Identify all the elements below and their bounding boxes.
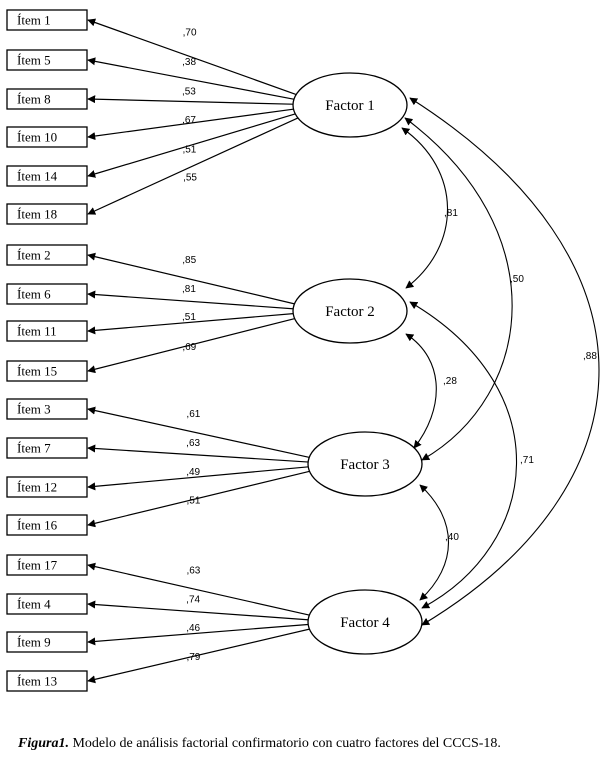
item-label-i5: Ítem 5 [17,53,51,68]
loading-value-i8: ,53 [182,86,196,97]
item-label-i6: Ítem 6 [17,287,51,302]
correlation-arrow-f2-f3 [405,333,437,449]
loading-arrow-i5-f1 [87,57,299,101]
loading-value-i15: ,69 [182,342,196,353]
correlation-value-f3-f4: ,40 [445,532,459,543]
loading-arrow-i9-f4 [87,623,313,646]
item-box-i13 [6,670,88,692]
loading-value-i14: ,51 [182,144,196,155]
loading-arrow-i11-f2 [87,312,298,335]
loading-value-i3: ,61 [186,409,200,420]
correlation-arrow-f1-f2 [401,127,448,289]
item-label-i18: Ítem 18 [17,207,57,222]
item-label-i10: Ítem 10 [17,130,57,145]
item-box-i14 [6,165,88,187]
loading-arrow-i8-f1 [87,95,298,105]
item-label-i17: Ítem 17 [17,558,58,573]
loading-arrow-i16-f3 [87,469,314,528]
loading-value-i9: ,46 [186,623,200,634]
loading-arrow-i3-f3 [87,406,314,459]
item-label-i3: Ítem 3 [17,402,51,417]
loading-arrow-i14-f1 [87,112,300,178]
item-label-i12: Ítem 12 [17,480,57,495]
loading-arrow-i10-f1 [87,107,299,140]
loading-value-i6: ,81 [182,284,196,295]
loading-arrow-i7-f3 [87,444,313,463]
factor-label-f2: Factor 2 [325,304,375,320]
loading-value-i16: ,51 [186,496,200,507]
loading-arrow-i4-f4 [87,600,313,621]
item-box-i2 [6,244,88,266]
loading-value-i7: ,63 [186,438,200,449]
correlation-arrow-f3-f4 [419,484,449,601]
item-box-i9 [6,631,88,653]
correlation-arrow-f1-f3 [404,117,513,461]
item-box-i12 [6,476,88,498]
correlation-arrow-f1-f4 [409,97,600,626]
item-label-i4: Ítem 4 [17,597,51,612]
factor-label-f1: Factor 1 [325,98,375,114]
item-box-i10 [6,126,88,148]
item-box-i17 [6,554,88,576]
loading-value-i4: ,74 [186,595,200,606]
item-box-i7 [6,437,88,459]
loading-value-i11: ,51 [182,312,196,323]
correlation-value-f2-f3: ,28 [443,376,457,387]
item-box-i16 [6,514,88,536]
correlation-value-f2-f4: ,71 [520,455,534,466]
loading-arrow-i17-f4 [87,562,314,617]
correlation-value-f1-f3: ,50 [510,274,524,285]
factor-ellipse-f4 [307,589,423,655]
loading-value-i5: ,38 [182,57,196,68]
correlation-value-f1-f4: ,88 [583,351,597,362]
item-box-i8 [6,88,88,110]
factor-ellipse-f1 [292,72,408,138]
factor-label-f3: Factor 3 [340,457,390,473]
item-label-i13: Ítem 13 [17,674,57,689]
item-box-i15 [6,360,88,382]
item-box-i1 [6,9,88,31]
item-box-i18 [6,203,88,225]
loading-value-i10: ,67 [182,115,196,126]
item-box-i3 [6,398,88,420]
figure-caption-text: Modelo de análisis factorial confirmator… [68,736,501,751]
loading-arrow-i15-f2 [87,316,300,374]
loading-value-i17: ,63 [186,565,200,576]
item-label-i1: Ítem 1 [17,13,51,28]
correlation-value-f1-f2: ,81 [444,208,458,219]
loading-value-i13: ,79 [186,652,200,663]
loading-value-i18: ,55 [183,173,197,184]
item-label-i7: Ítem 7 [17,441,51,456]
item-box-i4 [6,593,88,615]
item-box-i5 [6,49,88,71]
loading-arrow-i2-f2 [87,252,299,306]
loading-value-i1: ,70 [183,27,197,38]
item-label-i16: Ítem 16 [17,518,58,533]
item-label-i11: Ítem 11 [17,324,57,339]
factor-ellipse-f3 [307,431,423,497]
cfa-path-diagram: Ítem 1 Ítem 5 Ítem 8 Ítem 10 Ítem 14 Ítem 18 Í… [6,9,600,692]
item-label-i2: Ítem 2 [17,248,51,263]
item-label-i15: Ítem 15 [17,364,57,379]
loading-arrow-i13-f4 [87,627,314,684]
figure-caption: Figura1. Modelo de análisis factorial co… [18,736,501,752]
item-label-i8: Ítem 8 [17,92,51,107]
correlation-arrow-f2-f4 [409,301,518,609]
loading-arrow-i12-f3 [87,465,313,491]
item-box-i11 [6,320,88,342]
loading-arrow-i18-f1 [87,115,302,215]
loading-arrow-i1-f1 [87,18,301,97]
loading-arrow-i6-f2 [87,290,298,310]
factor-ellipse-f2 [292,278,408,344]
figure-label: Figura1. [18,736,69,751]
item-label-i9: Ítem 9 [17,635,51,650]
item-label-i14: Ítem 14 [17,169,58,184]
loading-value-i2: ,85 [182,255,196,266]
loading-value-i12: ,49 [186,467,200,478]
factor-label-f4: Factor 4 [340,615,390,631]
item-box-i6 [6,283,88,305]
